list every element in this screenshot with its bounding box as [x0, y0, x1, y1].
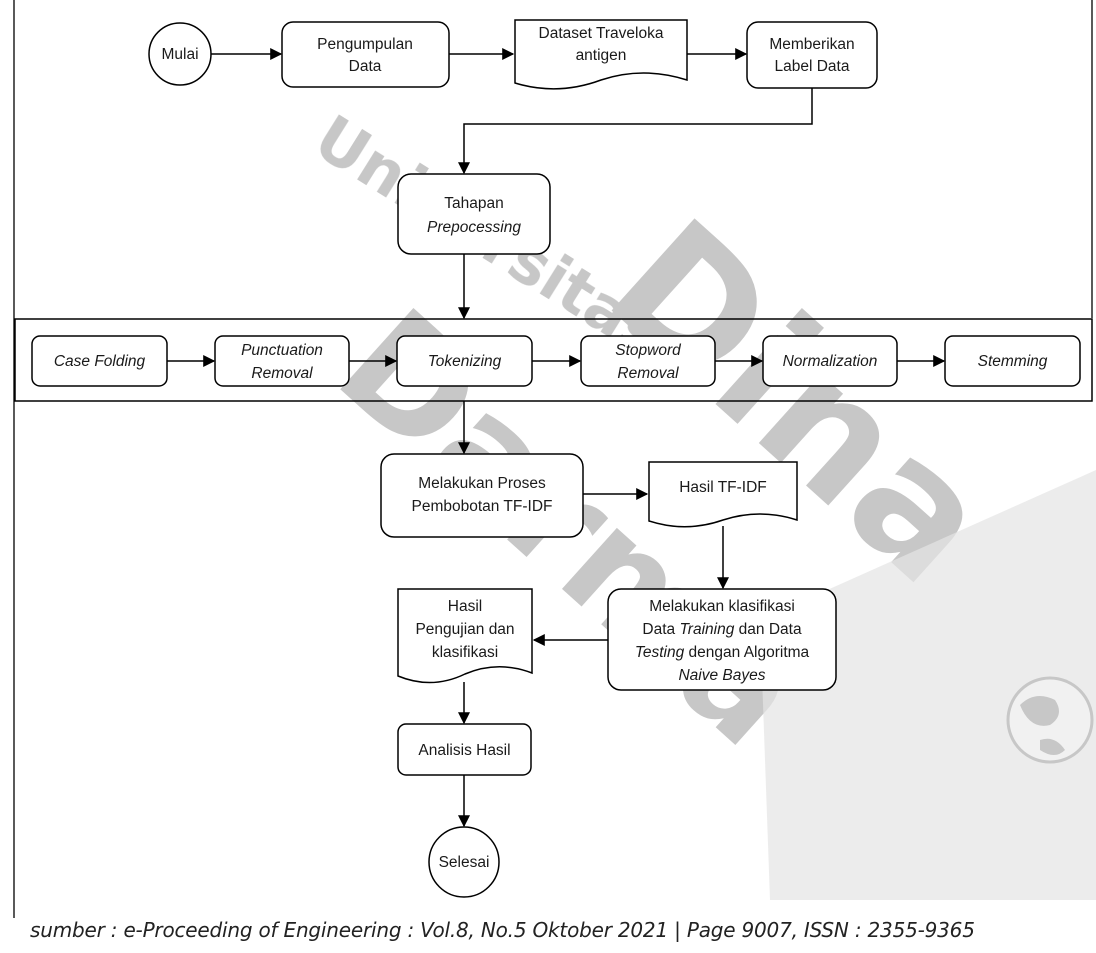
node-dataset-label-1: Dataset Traveloka — [539, 25, 664, 42]
node-pembobotan-tfidf: Melakukan Proses Pembobotan TF-IDF — [380, 453, 584, 538]
node-normalization-label: Normalization — [783, 353, 878, 370]
node-mulai: Mulai — [148, 22, 212, 86]
node-tahapan-label-2: Prepocessing — [427, 219, 521, 236]
node-klasifikasi-line-1: Melakukan klasifikasi — [649, 598, 795, 615]
node-klasifikasi-line-4: Naive Bayes — [678, 667, 765, 684]
node-selesai: Selesai — [428, 826, 500, 898]
source-caption: sumber : e-Proceeding of Engineering : V… — [30, 918, 975, 942]
node-normalization: Normalization — [762, 335, 898, 387]
node-dataset-traveloka: Dataset Traveloka antigen — [514, 19, 688, 90]
node-stopword-label-1: Stopword — [615, 342, 682, 359]
node-analisis-label: Analisis Hasil — [418, 742, 510, 759]
node-pembobotan-label-1: Melakukan Proses — [418, 475, 546, 492]
node-stopword-label-2: Removal — [617, 365, 679, 382]
node-pengumpulan-data: Pengumpulan Data — [281, 21, 450, 88]
node-hasil-pengujian-label-1: Hasil — [448, 598, 482, 615]
node-stopword-removal: Stopword Removal — [580, 335, 716, 387]
node-label-label-1: Memberikan — [769, 36, 854, 53]
node-pengumpulan-label-1: Pengumpulan — [317, 36, 413, 53]
node-memberikan-label: Memberikan Label Data — [746, 21, 878, 89]
node-pengumpulan-label-2: Data — [349, 58, 382, 75]
watermark-logo-shape — [760, 470, 1096, 900]
node-hasil-tfidf: Hasil TF-IDF — [648, 461, 798, 528]
watermark-globe-land — [1020, 696, 1065, 755]
node-analisis-hasil: Analisis Hasil — [397, 723, 532, 776]
node-tokenizing: Tokenizing — [396, 335, 533, 387]
node-tahapan-prepocessing: Tahapan Prepocessing — [397, 173, 551, 255]
arrow-label-tahapan — [458, 88, 813, 175]
node-klasifikasi: Melakukan klasifikasi Data Training dan … — [607, 588, 837, 691]
node-case-folding-label: Case Folding — [54, 353, 146, 370]
node-pembobotan-label-2: Pembobotan TF-IDF — [412, 498, 553, 515]
node-hasil-pengujian-label-3: klasifikasi — [432, 644, 498, 661]
node-tahapan-label-1: Tahapan — [444, 195, 503, 212]
node-hasil-pengujian: Hasil Pengujian dan klasifikasi — [397, 588, 533, 684]
node-punctuation-label-1: Punctuation — [241, 342, 323, 359]
node-stemming-label: Stemming — [978, 353, 1048, 370]
node-hasil-tfidf-label: Hasil TF-IDF — [679, 479, 767, 496]
node-klasifikasi-line-3: Testing dengan Algoritma — [635, 644, 810, 661]
node-selesai-label: Selesai — [439, 854, 490, 871]
node-punctuation-removal: Punctuation Removal — [214, 335, 350, 387]
node-hasil-pengujian-label-2: Pengujian dan — [415, 621, 514, 638]
node-klasifikasi-line-2: Data Training dan Data — [642, 621, 802, 638]
node-tokenizing-label: Tokenizing — [428, 353, 502, 370]
node-label-label-2: Label Data — [775, 58, 850, 75]
node-stemming: Stemming — [944, 335, 1081, 387]
node-dataset-label-2: antigen — [576, 47, 627, 64]
node-mulai-label: Mulai — [161, 46, 198, 63]
node-case-folding: Case Folding — [31, 335, 168, 387]
preprocessing-container — [14, 318, 1093, 402]
node-punctuation-label-2: Removal — [251, 365, 313, 382]
